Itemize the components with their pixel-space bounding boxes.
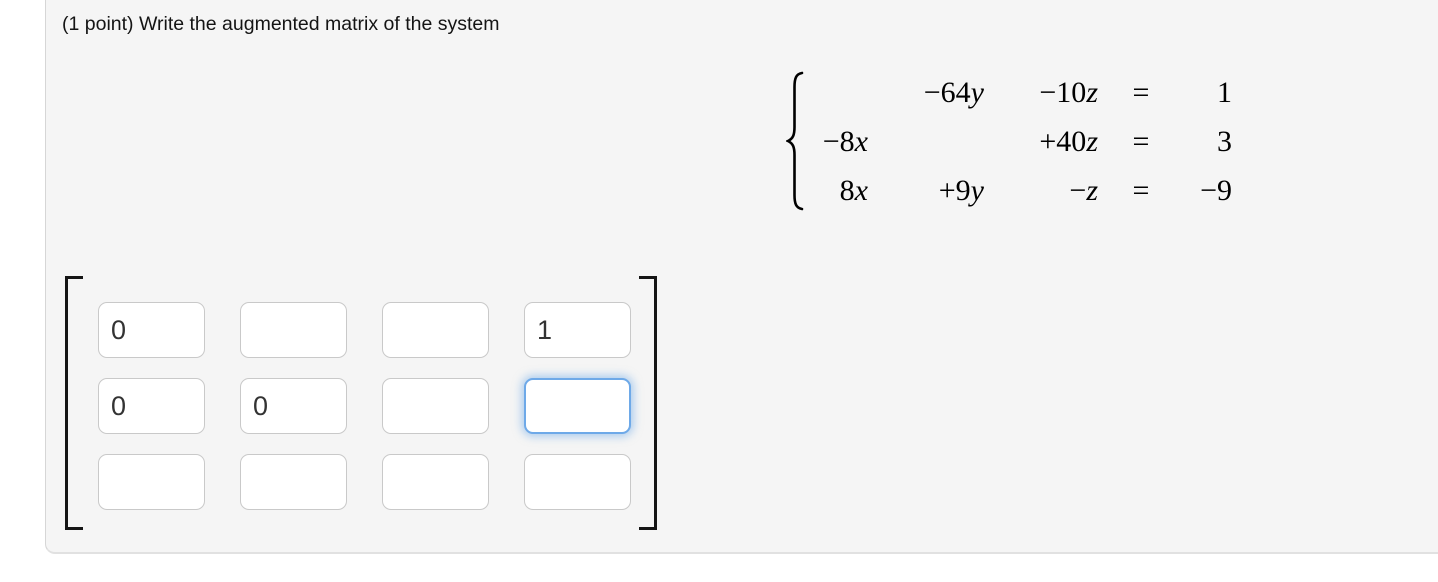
- matrix-input-r3c2[interactable]: [240, 454, 347, 510]
- matrix-right-bracket-icon: [639, 276, 657, 530]
- eq3-x-term: 8x: [839, 173, 868, 207]
- eq1-rhs: 1: [1217, 75, 1232, 109]
- eq3-equals-sign: =: [1132, 173, 1150, 207]
- equation-system: −64y −10z = 1 −8x +40z = 3 8x +9y −z = −…: [806, 68, 1232, 215]
- eq1-y-term: −64y: [923, 75, 984, 109]
- eq3-y-term: +9y: [938, 173, 984, 207]
- matrix-left-bracket-icon: [65, 276, 83, 530]
- matrix-input-r1c3[interactable]: [382, 302, 489, 358]
- left-curly-brace-icon: [786, 71, 804, 211]
- eq1-equals-sign: =: [1132, 75, 1150, 109]
- eq1-z-term: −10z: [1039, 75, 1098, 109]
- augmented-matrix-inputs: [98, 302, 631, 510]
- matrix-input-r2c1[interactable]: [98, 378, 205, 434]
- eq2-equals-sign: =: [1132, 124, 1150, 158]
- eq3-rhs: −9: [1200, 173, 1232, 207]
- problem-panel: (1 point) Write the augmented matrix of …: [45, 0, 1438, 554]
- matrix-input-r2c4-focused[interactable]: [524, 378, 631, 434]
- problem-statement: (1 point) Write the augmented matrix of …: [62, 13, 500, 35]
- matrix-input-r1c4[interactable]: [524, 302, 631, 358]
- matrix-input-r3c4[interactable]: [524, 454, 631, 510]
- eq2-z-term: +40z: [1039, 124, 1098, 158]
- eq3-z-term: −z: [1069, 173, 1098, 207]
- matrix-input-r3c3[interactable]: [382, 454, 489, 510]
- eq2-x-term: −8x: [822, 124, 868, 158]
- matrix-input-r3c1[interactable]: [98, 454, 205, 510]
- matrix-input-r1c1[interactable]: [98, 302, 205, 358]
- eq2-rhs: 3: [1217, 124, 1232, 158]
- matrix-input-r2c3[interactable]: [382, 378, 489, 434]
- matrix-input-r2c2[interactable]: [240, 378, 347, 434]
- matrix-input-r1c2[interactable]: [240, 302, 347, 358]
